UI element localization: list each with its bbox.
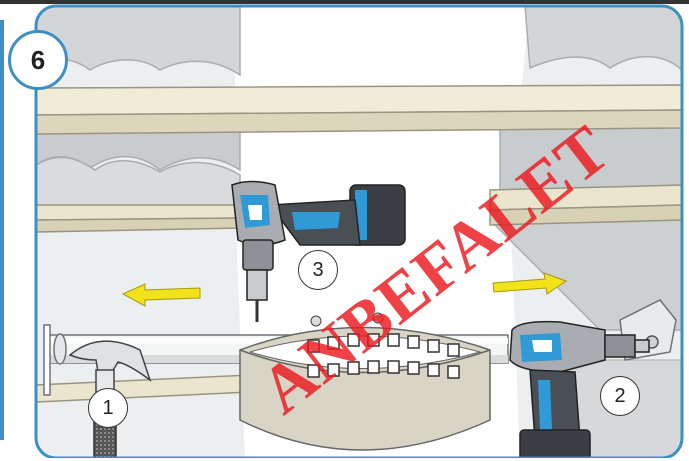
step-number-badge: 6: [8, 30, 68, 90]
frame-side-bar: [0, 20, 4, 440]
callout-drill-horizontal: 2: [600, 376, 640, 416]
header-strip: [0, 0, 689, 4]
callout-hammer: 1: [88, 388, 128, 428]
callout-drill-vertical: 3: [298, 250, 338, 290]
roof-batten-left: [36, 205, 240, 232]
